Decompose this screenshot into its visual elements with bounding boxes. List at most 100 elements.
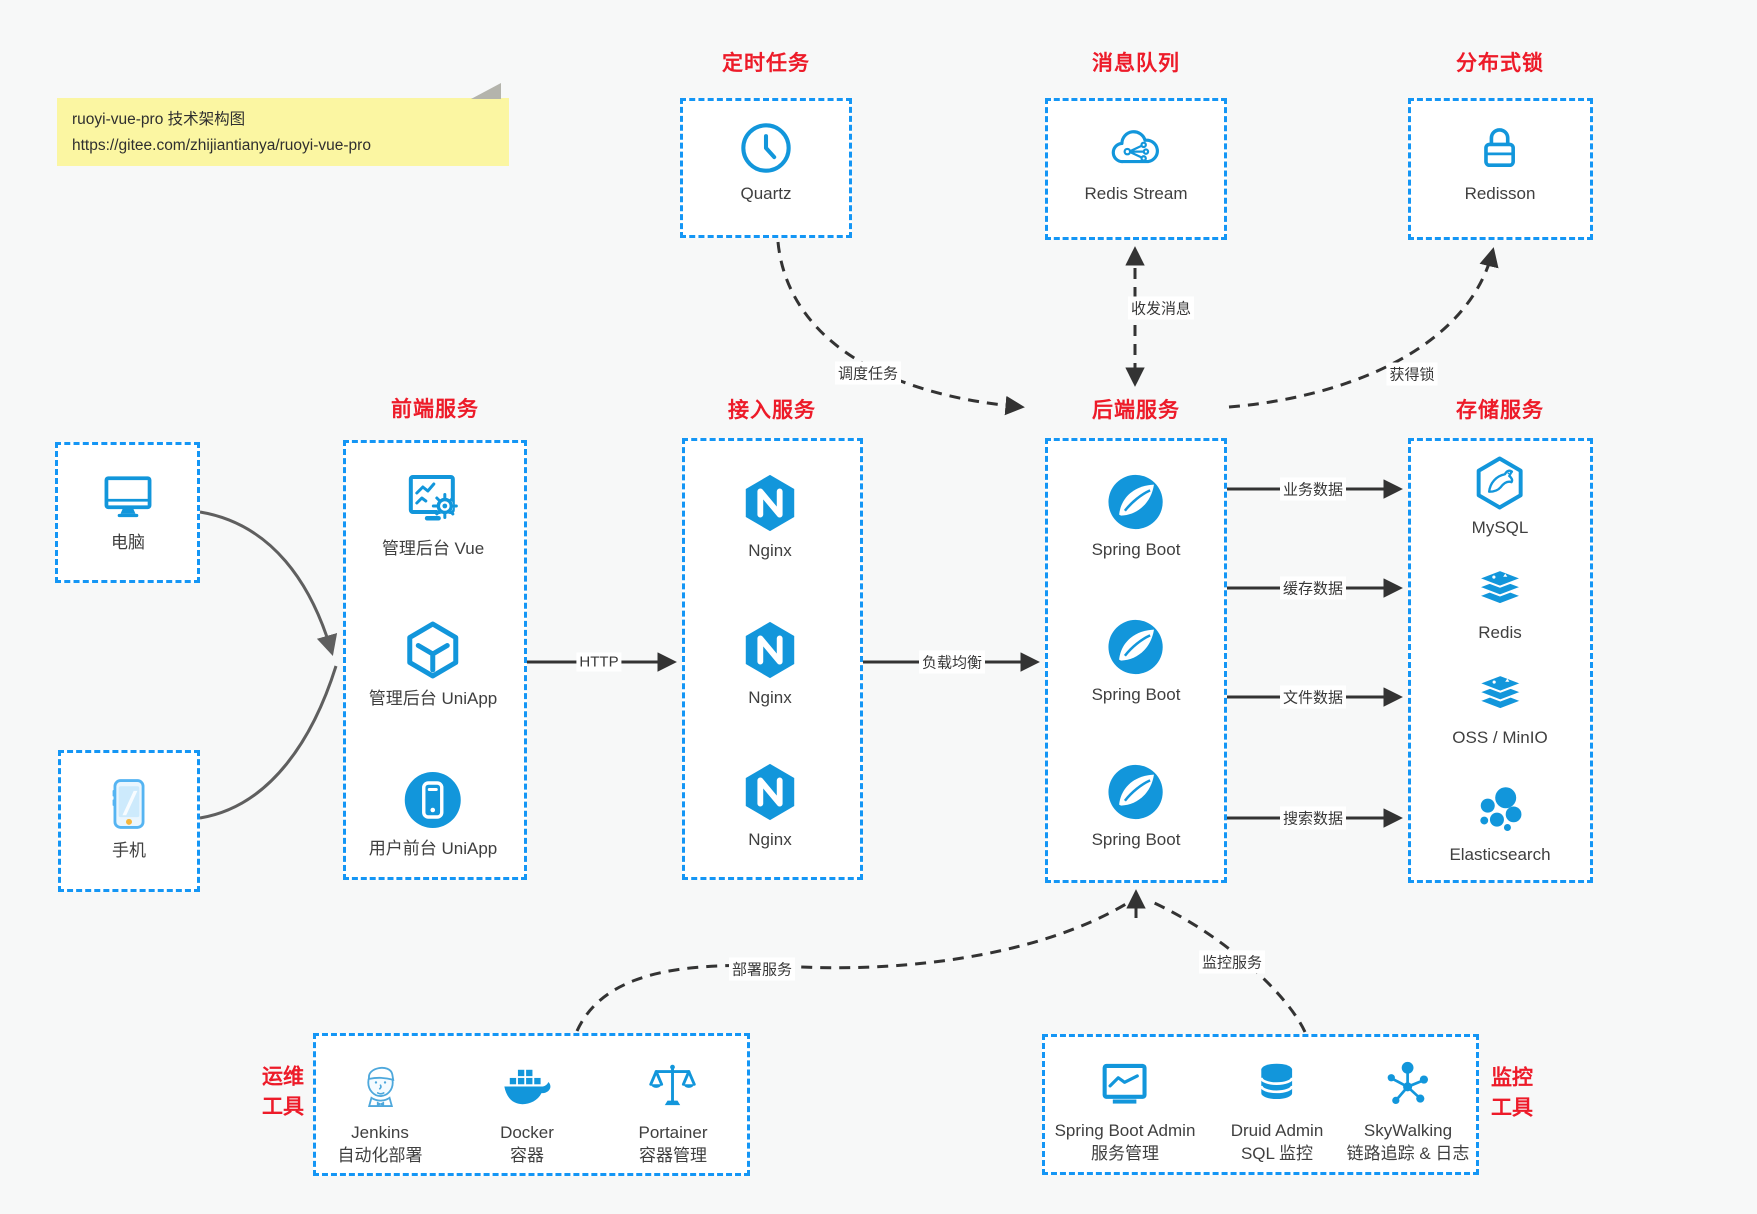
node-label: Redis Stream	[1084, 184, 1188, 203]
edge-deploy-service	[575, 902, 1127, 1032]
node-label: Nginx	[748, 688, 792, 707]
node-spring-boot-3: Spring Boot	[1091, 761, 1181, 852]
node-label: Spring Boot	[1091, 540, 1181, 559]
node-druid-admin: Druid Admin SQL 监控	[1230, 1056, 1324, 1166]
mq-group-box	[1045, 98, 1227, 240]
node-label: Spring Boot Admin	[1054, 1121, 1196, 1140]
node-label: 手机	[112, 841, 146, 860]
node-spring-boot-1: Spring Boot	[1091, 471, 1181, 562]
elasticsearch-icon	[1472, 782, 1528, 838]
lock-group-box	[1408, 98, 1593, 240]
node-label: Nginx	[748, 830, 792, 849]
node-label: Docker	[500, 1123, 554, 1142]
node-quartz: Quartz	[737, 119, 795, 206]
redis-stack-icon	[1472, 560, 1528, 616]
node-sublabel: SQL 监控	[1240, 1143, 1314, 1163]
node-label: Spring Boot	[1091, 685, 1181, 704]
node-mysql: MySQL	[1472, 455, 1528, 540]
node-nginx-3: Nginx	[739, 761, 801, 852]
node-label: 管理后台 Vue	[381, 539, 485, 558]
node-admin-vue: 管理后台 Vue	[382, 468, 484, 561]
node-oss-minio: OSS / MinIO	[1452, 665, 1548, 750]
redis-stack-icon	[1472, 665, 1528, 721]
node-admin-uniapp: 管理后台 UniApp	[369, 618, 497, 711]
cube-icon	[401, 618, 465, 682]
edge-label-search-data: 搜索数据	[1279, 806, 1347, 830]
ops-tools-title: 运维 工具	[262, 1063, 304, 1124]
node-label: Spring Boot	[1091, 830, 1181, 849]
mq-title: 消息队列	[1092, 52, 1180, 75]
mobile-app-icon	[401, 768, 465, 832]
node-label: OSS / MinIO	[1452, 728, 1548, 747]
database-icon	[1248, 1056, 1306, 1114]
cloud-share-icon	[1107, 119, 1165, 177]
node-sublabel: 容器管理	[638, 1145, 707, 1165]
edge-label-business-data: 业务数据	[1279, 477, 1347, 501]
node-label: 管理后台 UniApp	[368, 689, 498, 708]
node-nginx-2: Nginx	[739, 619, 801, 710]
network-icon	[1379, 1056, 1437, 1114]
node-portainer: Portainer 容器管理	[638, 1058, 708, 1168]
node-spring-boot-2: Spring Boot	[1091, 616, 1181, 707]
edge-label-load-balance: 负载均衡	[918, 650, 986, 674]
edge-acquire-lock	[1228, 247, 1499, 409]
edge-label-http: HTTP	[576, 652, 622, 672]
monitoring-tools-box	[1042, 1034, 1479, 1175]
node-elasticsearch: Elasticsearch	[1449, 782, 1551, 867]
monitoring-title-line1: 监控	[1491, 1066, 1533, 1090]
nginx-icon	[739, 619, 801, 681]
edge-phone-to-frontend	[199, 665, 338, 820]
node-nginx-1: Nginx	[739, 472, 801, 563]
lock-icon	[1471, 119, 1529, 177]
node-phone-client: 手机	[99, 774, 159, 863]
monitor-chart-icon	[1096, 1056, 1154, 1114]
access-title: 接入服务	[728, 399, 816, 422]
edge-label-acquire-lock: 获得锁	[1386, 362, 1438, 386]
node-label: Jenkins	[351, 1123, 409, 1142]
sticky-note: ruoyi-vue-pro 技术架构图 https://gitee.com/zh…	[57, 83, 509, 166]
monitoring-title-line2: 工具	[1491, 1097, 1533, 1120]
note-url: https://gitee.com/zhijiantianya/ruoyi-vu…	[72, 136, 371, 154]
node-redis: Redis	[1472, 560, 1528, 645]
node-label: 用户前台 UniApp	[368, 839, 498, 858]
node-label: Redisson	[1464, 184, 1536, 203]
mysql-icon	[1472, 455, 1528, 511]
smartphone-icon	[99, 774, 159, 834]
note-title: ruoyi-vue-pro 技术架构图	[72, 111, 246, 128]
node-label: Redis	[1478, 623, 1522, 642]
docker-whale-icon	[498, 1058, 556, 1116]
ops-title-line2: 工具	[262, 1096, 304, 1119]
node-pc-client: 电脑	[98, 466, 158, 555]
clock-icon	[737, 119, 795, 177]
desktop-icon	[98, 466, 158, 526]
edge-label-cache-data: 缓存数据	[1279, 576, 1347, 600]
node-jenkins: Jenkins 自动化部署	[338, 1058, 423, 1168]
node-label: 电脑	[111, 533, 145, 552]
node-sublabel: 自动化部署	[337, 1145, 423, 1165]
edge-label-file-data: 文件数据	[1279, 685, 1347, 709]
scales-icon	[644, 1058, 702, 1116]
spring-icon	[1105, 471, 1167, 533]
node-skywalking: SkyWalking 链路追踪 & 日志	[1347, 1056, 1469, 1166]
node-label: Elasticsearch	[1449, 845, 1551, 864]
storage-group-box	[1408, 438, 1593, 883]
node-spring-boot-admin: Spring Boot Admin 服务管理	[1054, 1056, 1196, 1166]
node-sublabel: 服务管理	[1091, 1143, 1159, 1163]
backend-title: 后端服务	[1092, 399, 1180, 422]
edge-pc-to-frontend	[199, 510, 338, 657]
node-label: Druid Admin	[1230, 1121, 1324, 1140]
edge-label-send-receive-message: 收发消息	[1127, 296, 1195, 320]
lock-title: 分布式锁	[1456, 52, 1544, 75]
monitoring-tools-title: 监控 工具	[1491, 1064, 1533, 1125]
storage-title: 存储服务	[1456, 399, 1544, 422]
node-label: Portainer	[638, 1123, 708, 1142]
scheduler-title: 定时任务	[722, 52, 810, 75]
frontend-title: 前端服务	[391, 398, 479, 421]
node-redis-stream: Redis Stream	[1084, 119, 1188, 206]
spring-icon	[1105, 616, 1167, 678]
node-label: SkyWalking	[1363, 1121, 1453, 1140]
node-redisson: Redisson	[1464, 119, 1536, 206]
admin-monitor-gear-icon	[401, 468, 465, 532]
node-user-uniapp: 用户前台 UniApp	[369, 768, 497, 861]
